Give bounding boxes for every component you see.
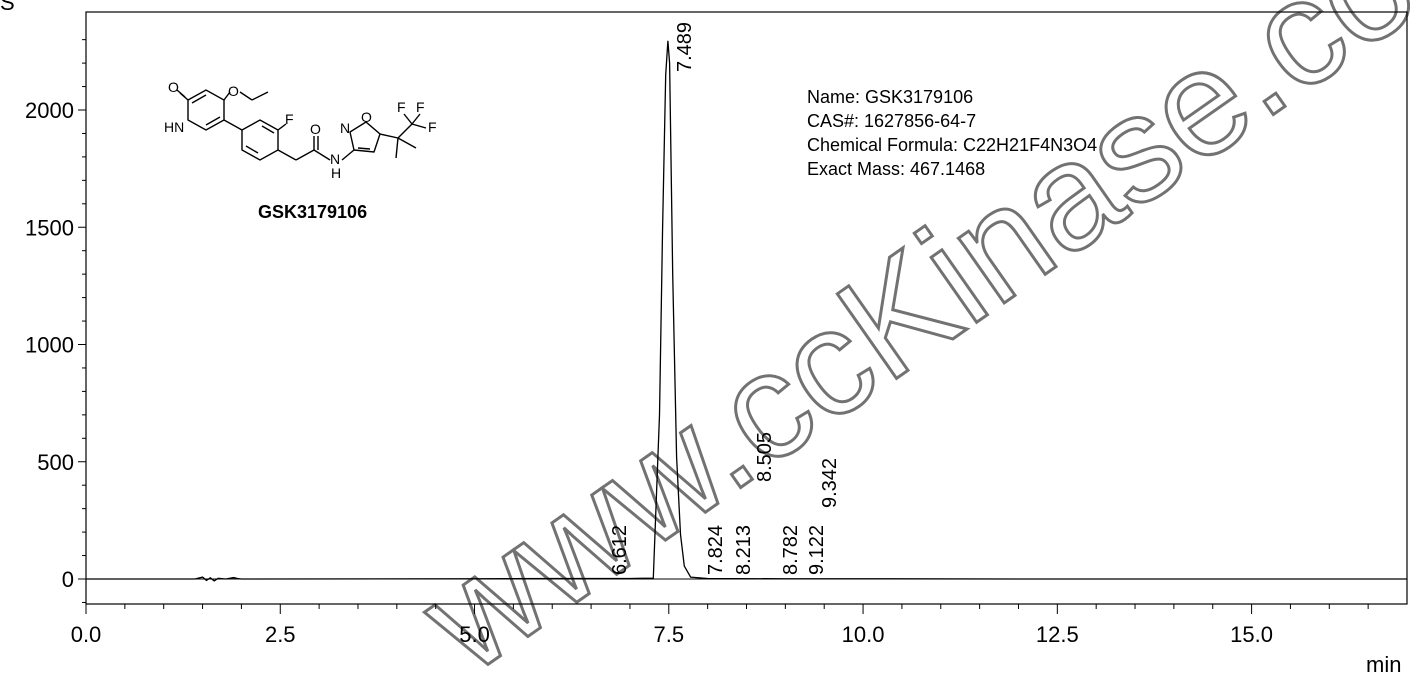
atom-o-carbonyl: O [168,79,179,95]
x-tick-label: 15.0 [1230,622,1273,647]
peak-label: 8.782 [780,525,802,575]
x-axis: 0.0 2.5 5.0 7.5 10.0 12.5 15.0 [71,604,1369,647]
peak-label: 6.612 [609,525,631,575]
atom-n-amide: N [330,151,340,167]
structure-atoms: O O HN F O N O F F F N H [164,79,437,181]
y-tick-label: 2000 [25,98,74,123]
x-tick-label: 5.0 [459,622,490,647]
peak-label: 7.489 [674,22,696,72]
atom-f-2: F [416,99,425,115]
atom-n-isoxazole: N [340,120,350,136]
y-tick-label: 0 [62,567,74,592]
chromatogram-trace [86,40,1407,582]
atom-o-ether: O [228,83,239,99]
y-axis: 0 500 1000 1500 2000 [25,39,86,603]
peak-label: 8.213 [733,525,755,575]
x-tick-label: 0.0 [71,622,102,647]
peak-label: 8.505 [754,432,776,482]
atom-o-isoxazole: O [361,109,372,125]
x-unit-label: min [1366,652,1401,677]
y-tick-label: 500 [37,450,74,475]
info-exact-mass: Exact Mass: 467.1468 [807,159,985,179]
peak-label: 7.824 [705,525,727,575]
peak-label: 9.342 [819,458,841,508]
x-tick-label: 12.5 [1036,622,1079,647]
atom-h-amide: H [331,165,341,181]
info-name: Name: GSK3179106 [807,87,973,107]
y-tick-label: 1500 [25,215,74,240]
info-formula: Chemical Formula: C22H21F4N3O4 [807,135,1097,155]
x-tick-label: 2.5 [265,622,296,647]
compound-info: Name: GSK3179106 CAS#: 1627856-64-7 Chem… [807,87,1097,179]
y-unit-label: S [0,0,15,15]
chemical-structure [176,89,427,161]
peak-label: 9.122 [806,525,828,575]
atom-f-3: F [428,119,437,135]
atom-f-aryl: F [285,111,294,127]
atom-f-1: F [397,99,406,115]
y-tick-label: 1000 [25,333,74,358]
structure-label: GSK3179106 [258,202,367,222]
info-cas: CAS#: 1627856-64-7 [807,111,976,131]
atom-hn: HN [164,119,184,135]
atom-o-amide: O [310,121,321,137]
x-tick-label: 7.5 [653,622,684,647]
x-tick-label: 10.0 [842,622,885,647]
